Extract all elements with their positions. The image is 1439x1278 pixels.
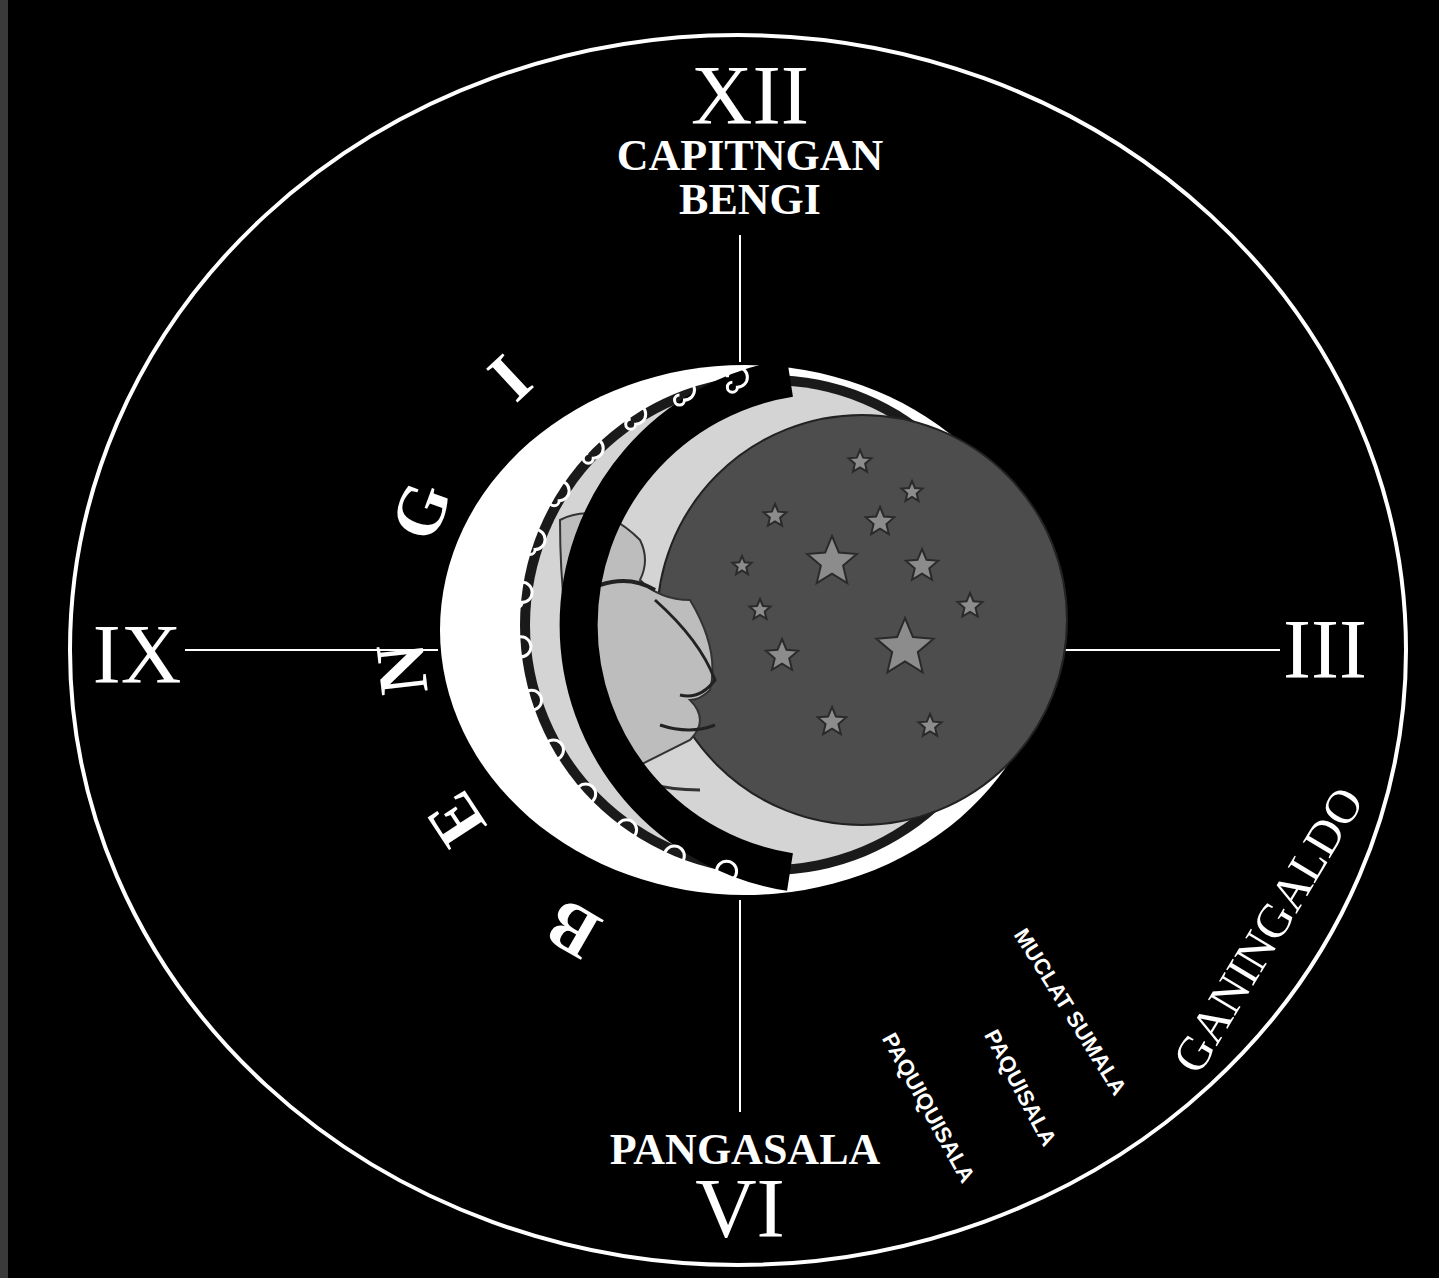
clock-hands [185, 235, 1280, 1112]
star [750, 599, 771, 619]
star [807, 536, 856, 583]
star [866, 507, 895, 534]
swirl [583, 438, 603, 463]
edge-strip [0, 0, 8, 1278]
swirl [727, 367, 747, 392]
moon-nose [655, 600, 715, 696]
night-disc [657, 415, 1067, 825]
swirl [717, 861, 737, 886]
arc-letter: E [414, 780, 498, 857]
swirl [664, 846, 684, 871]
roman-numeral: III [1283, 608, 1367, 692]
swirl [576, 784, 596, 809]
tick-line [739, 235, 741, 362]
hour-name: CAPITNGAN BENGI [585, 134, 915, 222]
tick-line [1052, 649, 1280, 651]
star [818, 707, 847, 734]
swirl [525, 529, 545, 554]
clock-rim [70, 35, 1406, 1265]
moon-illustration [440, 365, 1067, 895]
stars [732, 450, 982, 736]
swirl [674, 380, 694, 405]
hour-name: MUCLAT SUMALA [1010, 925, 1130, 1099]
star [902, 481, 923, 501]
arc-letter: I [476, 343, 544, 413]
swirl [543, 740, 563, 765]
swirl [512, 582, 532, 607]
ornament-band [579, 378, 790, 872]
star [876, 618, 933, 672]
swirl [617, 820, 637, 845]
star [919, 714, 942, 736]
swirl [549, 481, 569, 506]
star [906, 549, 938, 580]
swirl [522, 690, 542, 715]
moon-eye [600, 581, 655, 590]
arc-letter: N [365, 640, 440, 698]
star [958, 593, 983, 617]
ornament-swirls [511, 367, 747, 886]
arc-letter: G [379, 473, 464, 548]
hour-name: PAQUIQUISALA [878, 1030, 978, 1187]
moon-lips [660, 725, 715, 730]
roman-numeral: XII [691, 53, 809, 138]
hour-name: PAQUISALA [980, 1026, 1059, 1149]
star [849, 450, 872, 472]
hour-name: GANINGALDO [1164, 779, 1371, 1080]
swirl [511, 637, 531, 662]
arc-letter: B [535, 887, 610, 971]
swirl [626, 404, 646, 429]
roman-numeral: VI [695, 1166, 785, 1251]
roman-numeral: IX [93, 613, 182, 697]
tick-line [739, 900, 741, 1112]
star [732, 556, 751, 574]
star [764, 504, 787, 526]
star [766, 639, 798, 670]
